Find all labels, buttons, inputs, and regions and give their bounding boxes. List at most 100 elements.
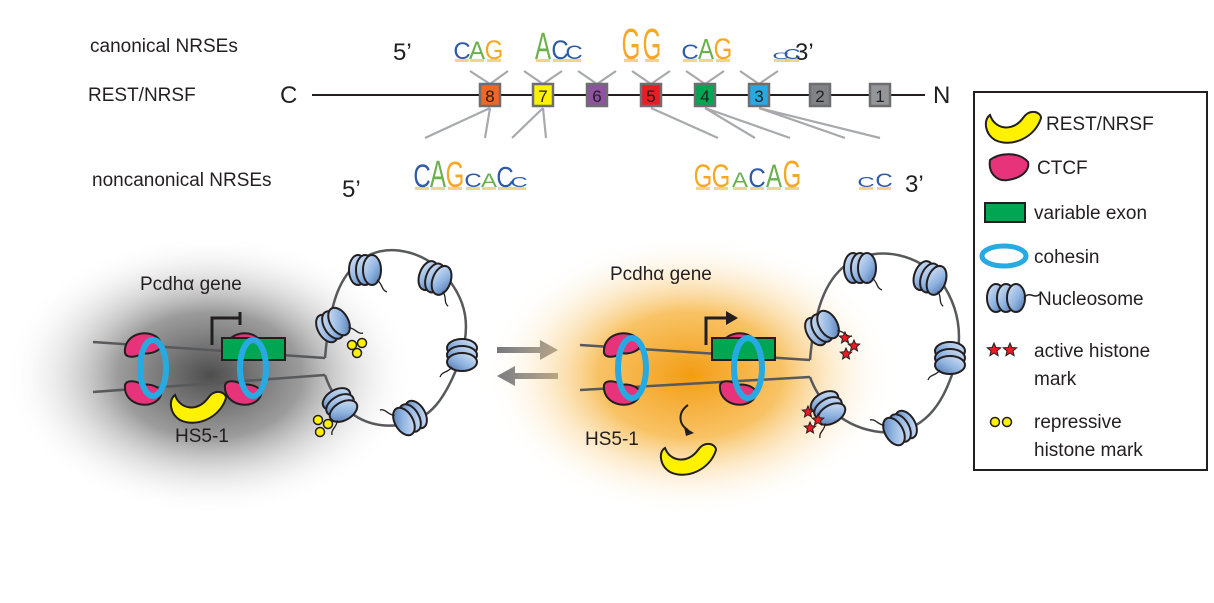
- logo-letter: A: [766, 159, 782, 195]
- zinc-finger-box: [747, 82, 771, 108]
- logo-letter: C: [510, 175, 527, 191]
- logo-noise: [455, 59, 469, 62]
- rest-label: REST/NRSF: [88, 85, 196, 106]
- cohesin-ring-left-1: [137, 337, 169, 399]
- logo-noise: [431, 187, 445, 190]
- rest-protein-bound: [169, 391, 228, 424]
- logo-noise: [567, 59, 581, 62]
- zinc-finger-number: 4: [700, 87, 709, 106]
- zinc-finger-number: 2: [815, 87, 824, 106]
- zinc-finger-4: 4: [693, 82, 717, 108]
- logo-noise: [877, 187, 891, 190]
- repressive-marks-left: [312, 337, 368, 438]
- nucleosome-icon: [912, 260, 948, 307]
- logo-letter: C: [464, 169, 481, 191]
- hs51-label-left: HS5-1: [175, 426, 229, 447]
- cohesin-ring-left-2: [237, 337, 269, 399]
- legend-label-ctcf: CTCF: [1037, 158, 1088, 179]
- pcdh-gene-label-left: Pcdhα gene: [140, 274, 242, 295]
- zinc-finger-number: 8: [485, 87, 494, 106]
- logo-letter: C: [453, 38, 470, 65]
- logo-letter: A: [732, 167, 749, 192]
- repression-bar-icon: [210, 316, 240, 345]
- legend-exon-icon: [984, 202, 1026, 223]
- star-icon: [801, 404, 815, 418]
- activation-arrow-stem: [704, 316, 728, 345]
- logo-noise: [859, 187, 873, 190]
- logo-noise: [774, 59, 788, 62]
- canonical-connectors: [469, 70, 779, 86]
- logo-noise: [645, 59, 659, 62]
- logo-noise: [466, 187, 480, 190]
- nucleosome-icon: [315, 306, 364, 344]
- logo-noise: [785, 59, 799, 62]
- nucleosome-icon: [417, 260, 453, 307]
- zinc-finger-number: 6: [592, 87, 601, 106]
- logo-letter: G: [783, 152, 802, 195]
- noncanonical-connectors: [424, 106, 881, 140]
- zinc-finger-number: 1: [875, 87, 884, 106]
- star-icon: [986, 341, 1002, 357]
- logo-noise: [733, 187, 747, 190]
- logo-letter: C: [783, 47, 800, 63]
- rest-protein-released: [659, 443, 718, 476]
- logo-letter: G: [485, 36, 504, 65]
- star-icon: [838, 330, 852, 344]
- logo-letter: C: [772, 50, 789, 61]
- logo-noise: [536, 59, 550, 62]
- logo-letter: C: [857, 175, 874, 191]
- active-glow: [485, 235, 895, 515]
- nucleosome-icon: [379, 399, 428, 437]
- legend-label-active-2: mark: [1034, 369, 1077, 390]
- logo-letter: C: [565, 41, 582, 63]
- logo-noise: [498, 187, 512, 190]
- logo-letter: A: [469, 37, 486, 65]
- logo-noise: [512, 187, 526, 190]
- release-arrow-head-icon: [684, 427, 694, 436]
- legend-star-icon: [986, 341, 1018, 357]
- logo-letter: G: [643, 21, 662, 69]
- logo-letter: C: [681, 39, 698, 64]
- logo-noise: [714, 187, 728, 190]
- star-icon: [811, 412, 825, 426]
- nucleosome-icon: [439, 338, 478, 378]
- noncanonical-three-prime: 3’: [905, 171, 924, 198]
- pcdh-gene-label-right: Pcdhα gene: [610, 264, 712, 285]
- logo-noise: [553, 59, 567, 62]
- nucleosome-icon: [804, 309, 853, 347]
- zinc-finger-number: 7: [538, 87, 547, 106]
- legend-label-cohesin: cohesin: [1034, 247, 1100, 268]
- logo-noise: [624, 59, 638, 62]
- legend-ctcf-icon: [988, 153, 1030, 182]
- logo-noise: [448, 187, 462, 190]
- logo-noise: [683, 59, 697, 62]
- noncanonical-label: noncanonical NRSEs: [92, 170, 272, 191]
- zinc-finger-5: 5: [639, 82, 663, 108]
- star-icon: [839, 346, 853, 360]
- nucleosome-icon: [843, 252, 883, 291]
- repressed-glow: [5, 235, 415, 515]
- logo-letter: C: [748, 164, 765, 193]
- noncanonical-five-prime: 5’: [342, 176, 361, 203]
- legend-label-repressive-2: histone mark: [1034, 440, 1143, 461]
- legend-cohesin-icon: [979, 243, 1029, 269]
- legend-label-rest: REST/NRSF: [1046, 114, 1154, 135]
- logo-letter: A: [698, 33, 714, 66]
- logo-noise: [415, 187, 429, 190]
- logo-noise: [470, 59, 484, 62]
- legend-label-nucleosome: Nucleosome: [1038, 289, 1144, 310]
- nucleosome-loop-left: [315, 254, 478, 437]
- zinc-finger-box: [808, 82, 832, 108]
- logo-noise: [785, 187, 799, 190]
- n-terminus-label: N: [933, 82, 950, 109]
- zinc-finger-box: [478, 82, 502, 108]
- logo-letter: G: [446, 155, 465, 195]
- active-marks-right: [801, 330, 861, 434]
- cohesin-ring-right-1: [615, 335, 649, 401]
- zinc-finger-box: [693, 82, 717, 108]
